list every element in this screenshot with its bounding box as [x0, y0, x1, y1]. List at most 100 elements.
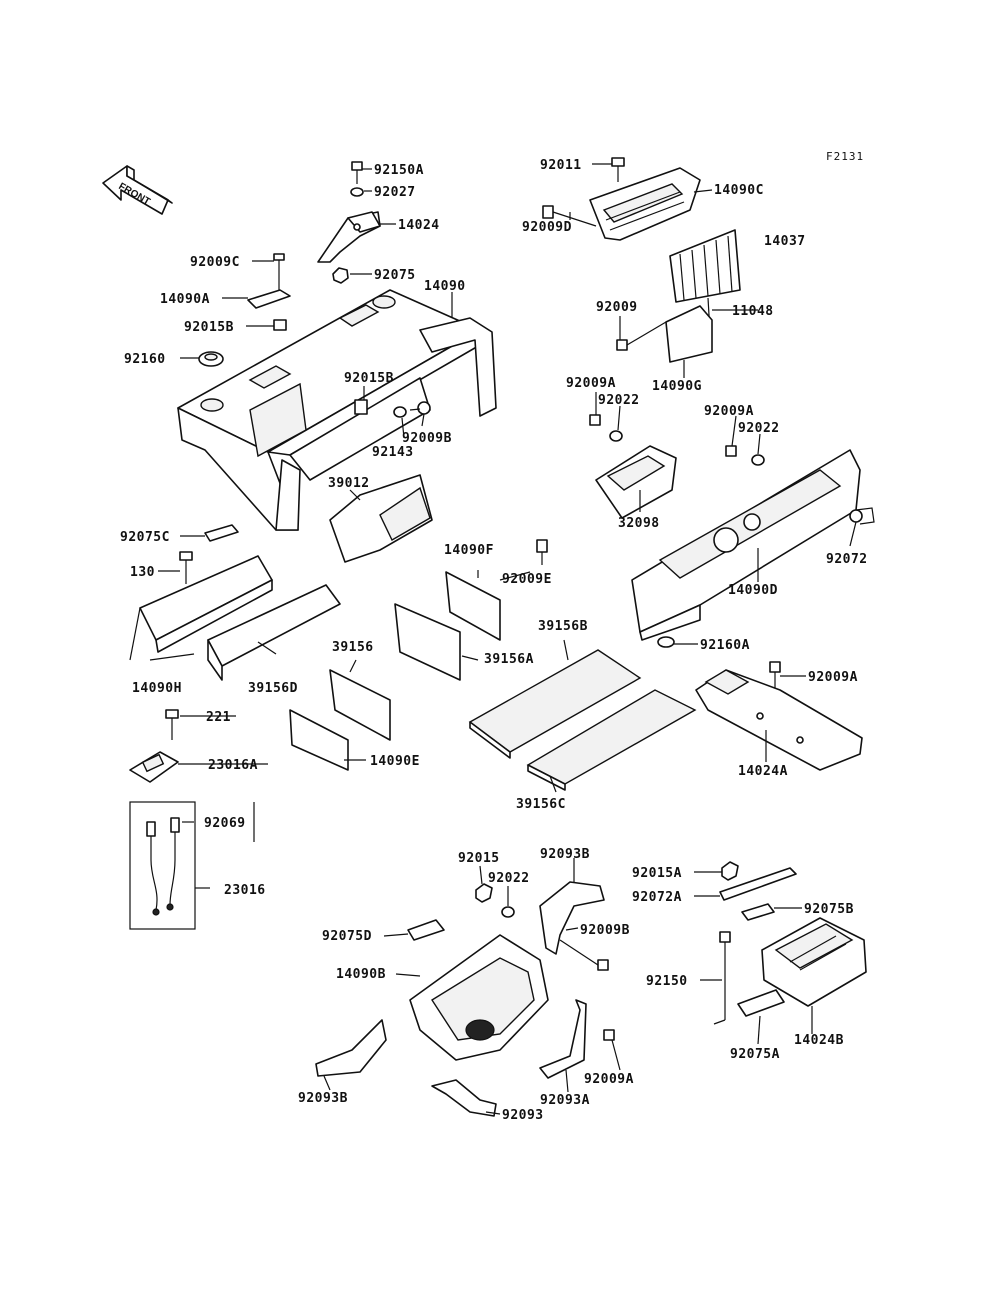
bolt-92009A-a: [589, 414, 601, 426]
grommet-92160: [198, 351, 224, 367]
label-92160A: 92160A: [700, 638, 750, 653]
bolt-221: [165, 709, 179, 740]
label-92075A: 92075A: [730, 1047, 780, 1062]
label-14090A: 14090A: [160, 292, 210, 307]
label-92009B-a: 92009B: [402, 431, 452, 446]
bracket-92093A: [539, 999, 587, 1079]
panel-14090E: [289, 709, 349, 771]
label-92075B: 92075B: [804, 902, 854, 917]
front-arrow-icon: FRONT: [102, 165, 173, 215]
pad-92075B: [741, 903, 775, 921]
label-92150: 92150: [646, 974, 688, 989]
fender-14090: [177, 289, 497, 531]
nut-92015: [475, 883, 493, 903]
label-92009A-c: 92009A: [808, 670, 858, 685]
label-92093: 92093: [502, 1108, 544, 1123]
label-23016: 23016: [224, 883, 266, 898]
grommet-92160A: [657, 636, 675, 648]
label-92009-a: 92009: [596, 300, 638, 315]
label-92015A: 92015A: [632, 866, 682, 881]
label-92075: 92075: [374, 268, 416, 283]
label-92027: 92027: [374, 185, 416, 200]
pad-92075C: [204, 524, 239, 542]
bolt-92009A-c: [769, 661, 781, 690]
switch-23016A: [129, 751, 179, 783]
washer-92143: [393, 406, 407, 418]
bracket-14024: [317, 211, 381, 263]
label-130: 130: [130, 565, 155, 580]
label-92072A: 92072A: [632, 890, 682, 905]
label-14024B: 14024B: [794, 1033, 844, 1048]
label-92143: 92143: [372, 445, 414, 460]
fins-14037: [669, 229, 741, 303]
label-11048: 11048: [732, 304, 774, 319]
bolt-92009D: [542, 205, 597, 227]
label-14090E: 14090E: [370, 754, 420, 769]
label-39156A: 39156A: [484, 652, 534, 667]
box-32098: [595, 445, 677, 519]
label-92093A: 92093A: [540, 1093, 590, 1108]
label-14090G: 14090G: [652, 379, 702, 394]
bolt-92011: [611, 157, 625, 182]
figure-code: F2131: [826, 150, 864, 163]
label-92015B-b: 92015B: [344, 371, 394, 386]
bolt-92009-a: [616, 321, 667, 351]
pad-92075D: [407, 919, 445, 941]
bolt-92009E: [536, 539, 548, 565]
bracket-14024A: [695, 669, 863, 771]
pad-92075A: [737, 989, 785, 1017]
label-14024: 14024: [398, 218, 440, 233]
nut-92015A: [721, 861, 739, 881]
label-39156C: 39156C: [516, 797, 566, 812]
bolt-92150A: [351, 161, 363, 184]
washer-92022-b: [751, 454, 765, 466]
label-14090D: 14090D: [728, 583, 778, 598]
label-14090H: 14090H: [132, 681, 182, 696]
frame-14090C: [589, 167, 701, 241]
leader-lines: [149, 163, 857, 1115]
label-92150A: 92150A: [374, 163, 424, 178]
label-23016A: 23016A: [208, 758, 258, 773]
bracket-92093B-a: [539, 881, 605, 955]
label-92075D: 92075D: [322, 929, 372, 944]
label-39156B: 39156B: [538, 619, 588, 634]
strap-92072A: [719, 867, 797, 901]
label-92009A-a: 92009A: [566, 376, 616, 391]
bolt-92009A-b: [725, 445, 737, 457]
panel-14090F: [445, 571, 501, 641]
label-92072: 92072: [826, 552, 868, 567]
label-39012: 39012: [328, 476, 370, 491]
pad-39156C: [526, 689, 697, 791]
label-92011: 92011: [540, 158, 582, 173]
label-92009D: 92009D: [522, 220, 572, 235]
label-92015: 92015: [458, 851, 500, 866]
plate-14090G: [665, 305, 713, 363]
bolt-92009A-d: [603, 1029, 615, 1041]
label-14090C: 14090C: [714, 183, 764, 198]
washer-92022-a: [609, 430, 623, 442]
label-32098: 32098: [618, 516, 660, 531]
pad-39156A: [394, 603, 461, 681]
label-92022-c: 92022: [488, 871, 530, 886]
label-92075C: 92075C: [120, 530, 170, 545]
box-23016: [129, 801, 196, 930]
bolt-92009B-b: [559, 939, 609, 971]
pad-39156B: [468, 649, 642, 759]
plate-14090A: [247, 289, 291, 309]
bolt-130: [179, 551, 193, 584]
case-14024B: [761, 917, 867, 1007]
pad-39156: [329, 669, 391, 741]
clip-92072: [849, 507, 875, 525]
label-92015B-a: 92015B: [184, 320, 234, 335]
panel-14090H: [129, 555, 273, 661]
label-14090F: 14090F: [444, 543, 494, 558]
clip-92015B-a: [273, 319, 287, 331]
tray-14090B: [409, 934, 549, 1061]
label-92009A-b: 92009A: [704, 404, 754, 419]
label-92009C: 92009C: [190, 255, 240, 270]
label-92022-a: 92022: [598, 393, 640, 408]
label-92009E: 92009E: [502, 572, 552, 587]
part-labels: 92150A 92027 14024 92075 14090 92009C 14…: [120, 158, 868, 1123]
bolt-92150: [713, 931, 731, 1025]
